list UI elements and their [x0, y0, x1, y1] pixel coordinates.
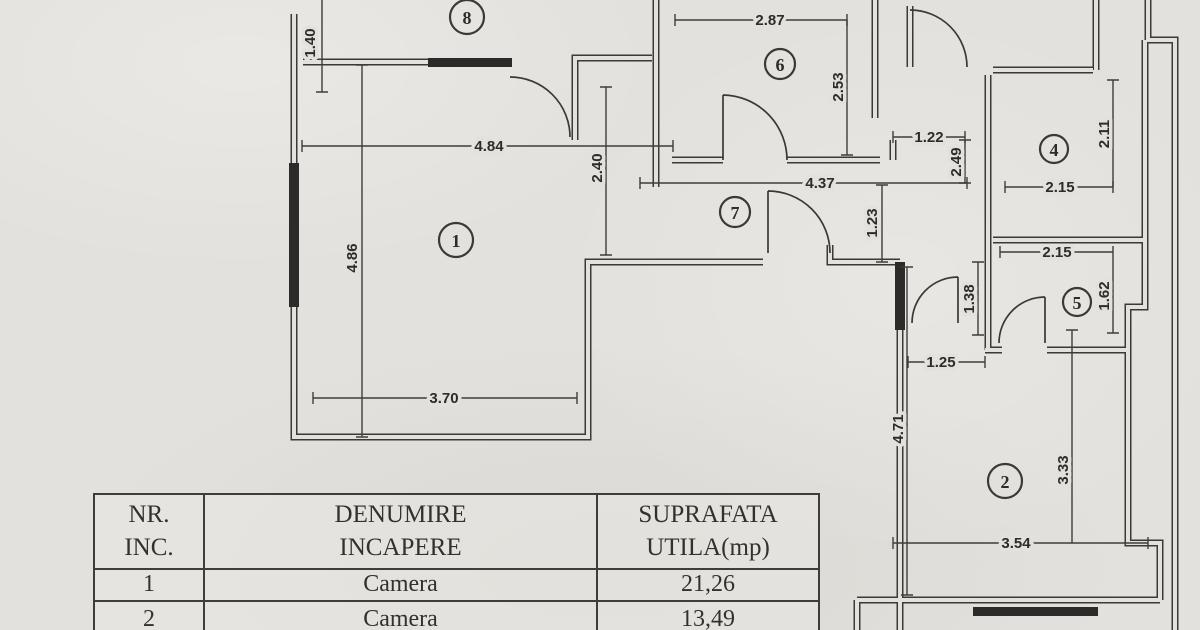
door-arc-entry: [909, 9, 968, 68]
dim-1-25: 1.25: [926, 354, 955, 371]
areas-table: NR. INC. DENUMIRE INCAPERE SUPRAFATA UTI…: [93, 493, 820, 630]
room-8-circle: [448, 0, 486, 36]
dim-4-84: 4.84: [474, 138, 504, 155]
door-arc-room6: [722, 94, 788, 161]
header-area-line1: SUPRAFATA: [638, 501, 778, 528]
dim-1-22: 1.22: [914, 129, 943, 146]
header-name-line1: DENUMIRE: [334, 501, 467, 528]
header-nr-line1: NR.: [128, 501, 170, 528]
table-header-area: SUPRAFATA UTILA(mp): [598, 495, 818, 570]
table-row-1-nr: 1: [95, 570, 205, 602]
dim-3-70: 3.70: [429, 390, 458, 407]
dim-4-37: 4.37: [805, 175, 834, 192]
table-row-1-area: 21,26: [598, 570, 818, 602]
room-5-circle: [1061, 286, 1093, 318]
dimension-lines: 1.40 4.84 4.86 3.70 2.40 2.87 2.53 4.37 …: [299, 0, 1149, 596]
table-row-2-area: 13,49: [681, 606, 735, 630]
table-row-1-name: Camera: [205, 570, 598, 602]
door-arc-room5: [998, 296, 1046, 344]
dim-2-87: 2.87: [755, 12, 784, 29]
dim-1-40: 1.40: [302, 28, 319, 57]
window-band-room2: [973, 607, 1098, 616]
dim-3-54: 3.54: [1001, 535, 1031, 552]
wall-core: [292, 0, 1177, 630]
dim-1-38: 1.38: [961, 284, 978, 313]
window-band-room8: [428, 58, 512, 67]
room-4-circle: [1038, 133, 1070, 165]
room-7-number: 7: [731, 203, 740, 223]
room-1-circle: [437, 221, 475, 259]
walls: [289, 0, 1179, 630]
table-header-nr: NR. INC.: [95, 495, 205, 570]
door-arc-hall: [767, 190, 831, 254]
dim-4-71: 4.71: [890, 414, 907, 443]
dim-1-62: 1.62: [1096, 281, 1113, 310]
header-nr-line2: INC.: [124, 533, 174, 561]
dim-2-11: 2.11: [1096, 120, 1113, 148]
dim-3-33: 3.33: [1055, 455, 1072, 484]
room-7-circle: [718, 195, 752, 229]
dim-2-15-b: 2.15: [1042, 244, 1071, 261]
header-area-line2: UTILA(mp): [646, 533, 770, 561]
door-arc-lobby: [911, 276, 959, 324]
room-4-number: 4: [1050, 140, 1059, 160]
room-6-number: 6: [776, 55, 785, 75]
dim-2-40: 2.40: [589, 153, 606, 182]
room-1-number: 1: [452, 231, 461, 251]
room-5-number: 5: [1073, 293, 1082, 313]
table-row-2-name: Camera: [205, 602, 598, 630]
door-arc-room8: [509, 76, 571, 138]
room-2-number: 2: [1001, 472, 1010, 492]
table-header-name: DENUMIRE INCAPERE: [205, 495, 598, 570]
dim-1-23: 1.23: [864, 208, 881, 237]
doors: [509, 9, 1046, 344]
wall-fill-hall: [895, 262, 905, 330]
dim-4-86: 4.86: [344, 243, 361, 272]
dim-2-49: 2.49: [948, 147, 965, 176]
window-band-room1: [289, 163, 299, 307]
room-labels: 8 6 1 7 4 5 2: [437, 0, 1093, 500]
room-6-circle: [763, 47, 797, 81]
dim-2-15-a: 2.15: [1045, 179, 1074, 196]
room-2-circle: [986, 462, 1024, 500]
header-name-line2: INCAPERE: [339, 533, 462, 561]
dim-2-53: 2.53: [830, 72, 847, 101]
table-row-2-nr: 2: [95, 602, 205, 630]
room-8-number: 8: [463, 8, 472, 28]
